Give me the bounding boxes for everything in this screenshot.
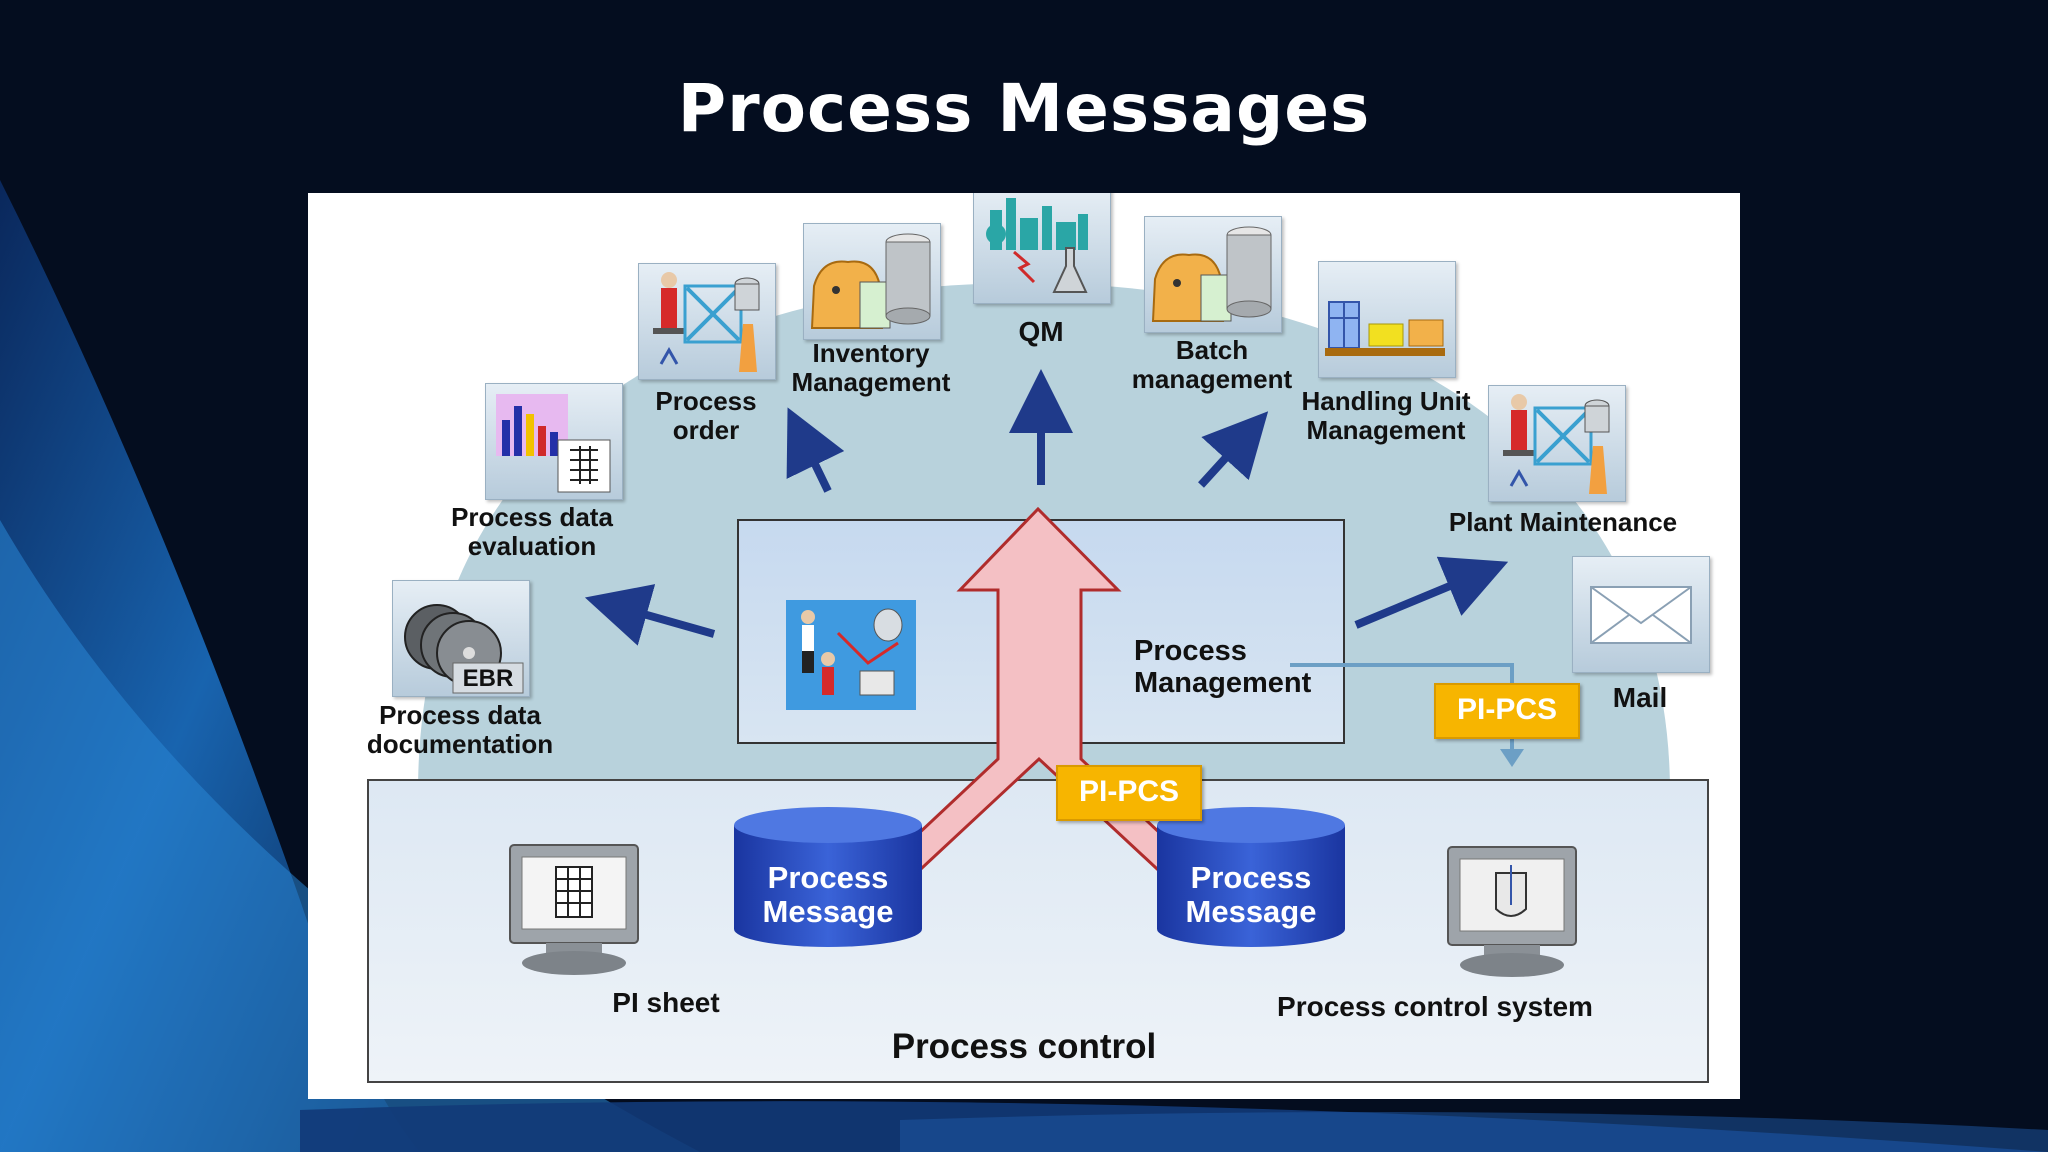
slide-title: Process Messages [677,70,1371,147]
process-data-evaluation-tile [485,383,623,500]
diagram-panel: EBR [308,193,1740,1099]
mail-tile [1572,556,1710,673]
process-message-left-label: Process Message [762,860,894,929]
process-data-documentation-tile: EBR [392,580,530,697]
process-management-label: Process Management [1134,635,1312,699]
inventory-icon [810,233,931,329]
plant-maintenance-tile [1488,385,1626,502]
handling-unit-icon [1325,301,1445,356]
qm-label: QM [1018,316,1064,347]
qm-tile [973,193,1111,304]
arrow-to-process-order [786,407,845,493]
quality-lab-icon [986,198,1088,293]
inventory-management-label: Inventory Management [791,338,951,397]
pi-pcs-right-tag: PI-PCS [1434,683,1580,739]
diagram-canvas [367,283,1709,1083]
ebr-label: EBR [462,665,514,692]
batch-management-label: Batch management [1131,335,1293,394]
plant-maintenance-label: Plant Maintenance [1448,507,1678,537]
process-message-right-label: Process Message [1185,860,1317,929]
plant-maintenance-icon [1503,394,1610,494]
inventory-management-tile [803,223,941,340]
arrow-to-process-data-documentation [584,584,716,646]
process-data-documentation-label: Process data documentation [366,700,554,759]
batch-icon [1151,226,1272,322]
process-control-label: Process control [891,1027,1157,1066]
pi-sheet-label: PI sheet [612,987,720,1018]
process-data-evaluation-label: Process data evaluation [451,502,613,561]
arrow-to-plant-maintenance [1354,556,1509,629]
process-control-system-monitor-icon [1447,846,1577,977]
process-message-cylinder-left [734,807,922,947]
mail-envelope-icon [1590,586,1692,644]
bar-chart-icon [496,394,611,493]
handling-unit-management-label: Handling Unit Management [1301,386,1471,445]
disk-stack-icon [404,604,524,694]
process-order-icon [653,272,760,372]
process-management-illustration [786,600,916,710]
handling-unit-management-tile [1318,261,1456,378]
pi-sheet-monitor-icon [509,844,639,975]
batch-management-tile [1144,216,1282,333]
mail-label: Mail [1612,682,1668,713]
pi-pcs-bottom-tag: PI-PCS [1056,765,1202,821]
process-order-tile [638,263,776,380]
arrow-to-batch-management [1198,411,1269,488]
process-order-label: Process order [655,386,757,445]
pi-pcs-connector-arrowhead [1500,749,1524,767]
process-control-system-label: Process control system [1277,991,1593,1022]
process-message-cylinder-right [1157,807,1345,947]
process-message-big-arrow [864,506,1215,883]
